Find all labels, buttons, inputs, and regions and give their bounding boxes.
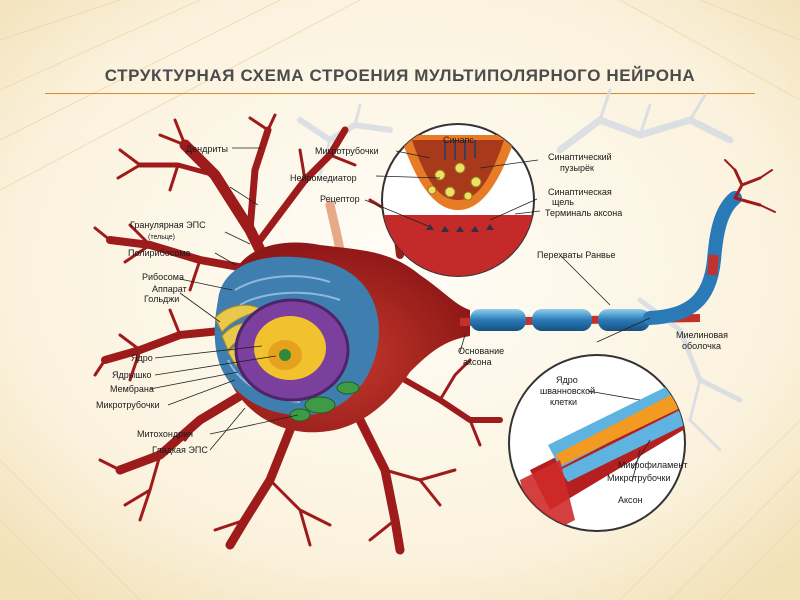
- axon-zoom: [508, 354, 686, 532]
- axon-terminals: [724, 159, 776, 213]
- label-myelin: Миелиновая: [676, 330, 728, 340]
- mitochondria: [289, 381, 360, 422]
- label-synaptic-vesicle-2: пузырёк: [560, 163, 594, 173]
- label-axon-hillock-2: аксона: [463, 357, 492, 367]
- label-nucleolus: Ядрышко: [112, 370, 152, 380]
- myelin-sheath: [470, 309, 650, 331]
- label-ranvier-nodes: Перехваты Ранвье: [537, 250, 616, 260]
- label-nucleus: Ядро: [131, 353, 153, 363]
- label-golgi-2: Гольджи: [144, 294, 179, 304]
- label-schwann-3: клетки: [550, 397, 577, 407]
- title-underline: [45, 93, 755, 94]
- label-axon-hillock: Основание: [458, 346, 504, 356]
- label-axon: Аксон: [618, 495, 643, 505]
- label-golgi: Аппарат: [152, 284, 187, 294]
- label-axon-terminal: Терминаль аксона: [545, 208, 622, 218]
- label-polyribosome: Полирибосома: [128, 248, 191, 258]
- label-neurotransmitter: Нейромедиатор: [290, 173, 357, 183]
- label-dendrites: Дендриты: [186, 144, 228, 154]
- label-smooth-er: Гладкая ЭПС: [152, 445, 208, 455]
- label-mitochondria: Митохондрия: [137, 429, 193, 439]
- label-synapse: Синапс: [443, 135, 474, 145]
- nucleolus-core: [279, 349, 291, 361]
- label-ribosome: Рибосома: [142, 272, 184, 282]
- label-receptor: Рецептор: [320, 194, 360, 204]
- axon-upper: [643, 191, 742, 325]
- axon-upper-node: [707, 254, 719, 276]
- label-microtubules-left: Микротрубочки: [96, 400, 160, 410]
- label-microtubules-axon: Микротрубочки: [607, 473, 671, 483]
- synapse-zoom: [381, 123, 535, 277]
- leader-lines: [149, 147, 651, 483]
- label-myelin-2: оболочка: [682, 341, 721, 351]
- slide-title: СТРУКТУРНАЯ СХЕМА СТРОЕНИЯ МУЛЬТИПОЛЯРНО…: [104, 66, 696, 85]
- label-synaptic-vesicle: Синаптический: [548, 152, 612, 162]
- label-schwann: Ядро: [556, 375, 578, 385]
- label-granular-er: Гранулярная ЭПС: [130, 220, 206, 230]
- label-granular-er-sub: (тельце): [148, 234, 175, 241]
- label-synaptic-cleft-2: щель: [552, 197, 574, 207]
- dendrites: [93, 113, 503, 555]
- label-membrane: Мембрана: [110, 384, 154, 394]
- label-microtubules-synapse: Микротрубочки: [315, 146, 379, 156]
- label-synaptic-cleft: Синаптическая: [548, 187, 612, 197]
- label-schwann-2: шванновской: [540, 386, 595, 396]
- label-microfilament: Микрофиламент: [618, 460, 687, 470]
